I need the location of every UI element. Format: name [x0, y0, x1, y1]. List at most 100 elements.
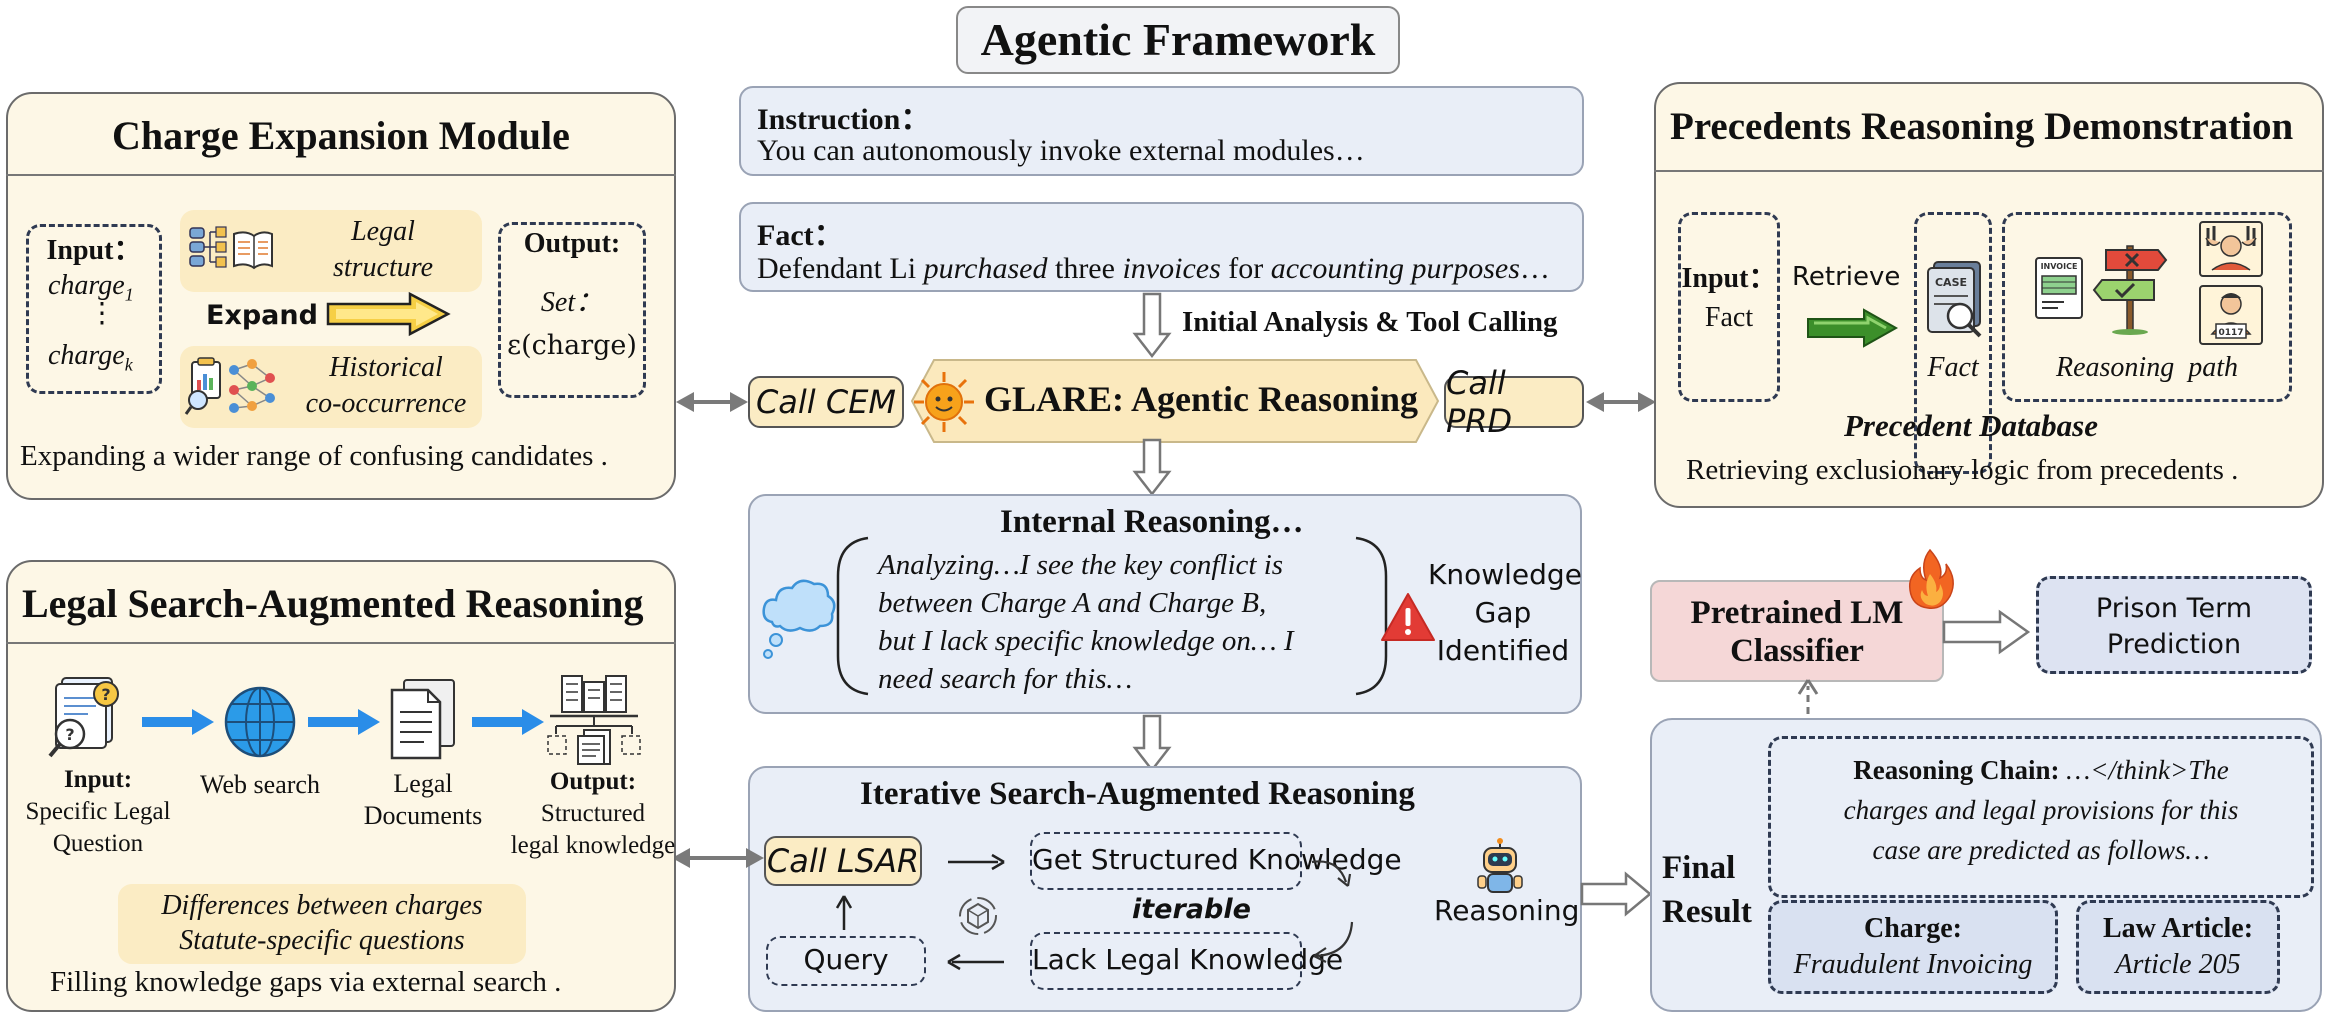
signpost-icon [2092, 245, 2168, 335]
internal-reasoning-text: Analyzing…I see the key conflict is betw… [878, 549, 1294, 695]
prd-panel: Precedents Reasoning Demonstration Input… [1654, 82, 2324, 508]
lsar-pill [118, 884, 526, 964]
legal-documents-label: Legal Documents [363, 769, 483, 830]
svg-text:?: ? [65, 725, 74, 744]
invoice-icon: INVOICE [2035, 257, 2083, 319]
query-box: Query [766, 936, 926, 986]
legal-structure-pill [180, 210, 482, 292]
charge-box: Charge: Fraudulent Invoicing [1768, 900, 2058, 994]
reasoning-chain-text: Reasoning Chain: …</think>The charges an… [1843, 755, 2239, 865]
lsar-pill-text: Differences between charges Statute-spec… [161, 890, 483, 956]
internal-reasoning-panel: Internal Reasoning… Analyzing…I see the … [748, 494, 1582, 714]
blue-arrow-3 [472, 709, 544, 735]
fact-label: Fact： [757, 219, 844, 252]
prd-connector-arrow [1586, 392, 1656, 412]
instruction-text: You can autonomously invoke external mod… [757, 134, 1365, 167]
glare-banner-shape [910, 359, 1440, 443]
lsar-title: Legal Search-Augmented Reasoning [22, 581, 644, 626]
cem-input-label: Input： [46, 235, 142, 266]
structured-knowledge-icon [547, 675, 641, 765]
prd-fact-box [1914, 212, 1992, 474]
instruction-label: Instruction： [757, 103, 931, 136]
right-arrow-final [1580, 871, 1652, 917]
bracket-left [836, 536, 869, 696]
glare-title: GLARE: Agentic Reasoning [984, 379, 1419, 419]
lsar-input: Input: Specific Legal Question [25, 766, 171, 857]
cem-vdots: ⋮ [88, 298, 116, 329]
prisoner-hands-icon [2199, 221, 2263, 277]
legal-documents-icon [390, 679, 455, 760]
case-file-icon: CASE [1927, 261, 1982, 338]
prd-fact-caption: Fact [1927, 352, 1979, 383]
cem-connector-arrow [676, 392, 748, 412]
warning-icon [1381, 593, 1435, 641]
call-lsar-button[interactable]: Call LSAR [764, 836, 922, 886]
sun-icon [914, 372, 974, 432]
cem-output-expr: ε(charge) [507, 330, 637, 361]
cem-charge-k: chargek [48, 340, 133, 375]
final-result-label: Final Result [1662, 850, 1752, 930]
knowledge-gap-label: Knowledge Gap Identified [1428, 558, 1582, 667]
lack-knowledge-box: Lack Legal Knowledge [1030, 932, 1343, 990]
lsar-output: Output: Structured legal knowledge [510, 768, 676, 859]
reasoning-path-label: Reasoning path [2056, 352, 2238, 383]
lsar-footer: Filling knowledge gaps via external sear… [50, 966, 562, 998]
call-cem-button[interactable]: Call CEM [748, 376, 904, 428]
reasoning-label: Reasoning [1434, 894, 1580, 927]
question-document-icon: ? ? [48, 677, 119, 758]
iterative-panel: Iterative Search-Augmented Reasoning Cal… [748, 766, 1582, 1012]
lsar-connector-arrow [672, 848, 764, 868]
svg-text:?: ? [101, 685, 110, 704]
iterative-title: Iterative Search-Augmented Reasoning [860, 776, 1415, 812]
down-arrow-1 [1132, 292, 1172, 359]
cycle-icon [959, 897, 997, 935]
cem-charge-1: charge1 [48, 270, 134, 305]
cem-output-set: Set： [540, 287, 604, 318]
call-prd-button[interactable]: Call PRD [1444, 364, 1584, 440]
svg-text:INVOICE: INVOICE [2041, 262, 2078, 271]
fire-icon [1908, 548, 1954, 609]
cem-footer: Expanding a wider range of confusing can… [20, 440, 608, 472]
classifier-box: Pretrained LM Classifier [1650, 580, 1944, 682]
svg-text:CASE: CASE [1935, 276, 1967, 289]
get-knowledge-box: Get Structured Knowledge [1030, 832, 1402, 890]
prisoner-mugshot-icon: 0117 [2199, 285, 2263, 345]
web-search-label: Web search [200, 770, 320, 799]
blue-arrow-2 [308, 709, 380, 735]
cem-title: Charge Expansion Module [112, 113, 570, 158]
globe-icon [224, 686, 296, 758]
co-occurrence-icon [184, 357, 275, 415]
green-arrow-icon [1807, 308, 1899, 348]
prd-input-label: Input： [1681, 263, 1777, 294]
fact-text: Defendant Li purchased three invoices fo… [757, 252, 1550, 285]
curve-arrow-top [1311, 860, 1352, 887]
precedent-database-label: Precedent Database [1844, 408, 2098, 443]
prd-footer: Retrieving exclusionary logic from prece… [1686, 454, 2239, 486]
arrow-right-lsar [948, 853, 1005, 871]
down-arrow-3 [1132, 714, 1172, 773]
bracket-right [1355, 536, 1388, 696]
cem-panel: Charge Expansion Module Input： charge1 ⋮… [6, 92, 676, 500]
cem-output-label: Output: [523, 228, 621, 259]
expand-label: Expand [206, 300, 318, 331]
initial-analysis-label: Initial Analysis & Tool Calling [1182, 306, 1558, 338]
legal-structure-label: Legal structure [332, 216, 434, 283]
dashed-up-arrow [1797, 679, 1819, 738]
retrieve-label: Retrieve [1792, 262, 1901, 292]
reasoning-path-box [2002, 212, 2292, 402]
arrow-left-lack [947, 953, 1004, 971]
prd-input-fact: Fact [1704, 302, 1754, 333]
lsar-panel: Legal Search-Augmented Reasoning ? ? Inp… [6, 560, 676, 1012]
law-article-box: Law Article: Article 205 [2076, 900, 2280, 994]
iterable-label: iterable [1132, 894, 1251, 925]
prison-term-box: Prison Term Prediction [2036, 576, 2312, 674]
thought-cloud-icon [762, 579, 836, 659]
blue-arrow-1 [142, 709, 214, 735]
structure-icon [189, 226, 273, 270]
fact-box: Fact： Defendant Li purchased three invoi… [739, 202, 1584, 292]
prd-input-box [1678, 212, 1780, 402]
svg-text:0117: 0117 [2218, 328, 2243, 338]
cem-input-box [26, 224, 162, 394]
robot-icon [1477, 838, 1523, 893]
final-result-panel: Final Result Reasoning Chain: …</think>T… [1650, 718, 2322, 1012]
